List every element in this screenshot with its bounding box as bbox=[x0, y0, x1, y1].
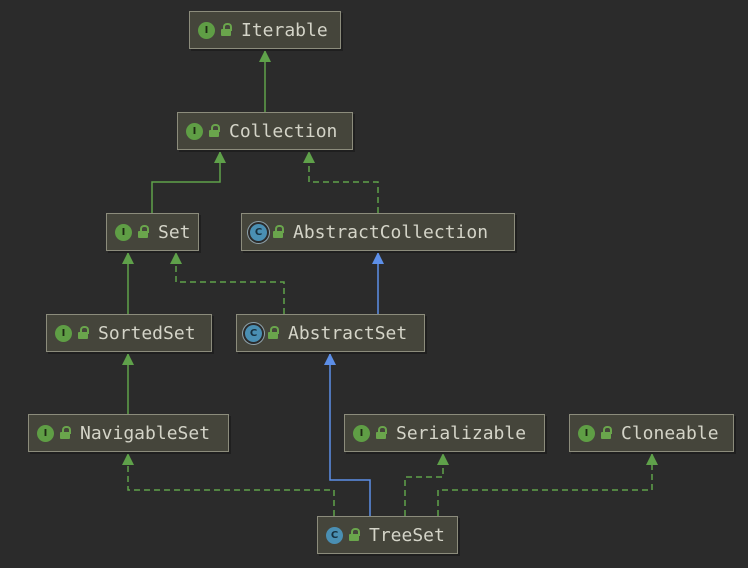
node-label: Set bbox=[158, 221, 191, 243]
node-serializable[interactable]: I Serializable bbox=[344, 414, 545, 452]
node-label: Cloneable bbox=[621, 422, 719, 444]
arrowhead-set-to-collection bbox=[214, 151, 226, 163]
abstract-class-icon: C bbox=[250, 223, 267, 241]
node-abstract-set[interactable]: C AbstractSet bbox=[236, 314, 425, 352]
node-navigable-set[interactable]: I NavigableSet bbox=[28, 414, 229, 452]
arrowhead-navigable_set-to-sorted_set bbox=[122, 353, 134, 365]
interface-icon: I bbox=[186, 122, 203, 140]
edge-tree_set-to-serializable bbox=[404, 453, 444, 516]
node-collection[interactable]: I Collection bbox=[177, 112, 353, 150]
arrowhead-abstract_collection-to-collection bbox=[303, 151, 315, 163]
node-sorted-set[interactable]: I SortedSet bbox=[46, 314, 212, 352]
abstract-class-icon: C bbox=[245, 324, 262, 342]
edge-set-to-collection bbox=[151, 151, 221, 213]
public-lock-icon bbox=[375, 426, 387, 440]
interface-icon: I bbox=[37, 424, 54, 442]
node-label: TreeSet bbox=[369, 524, 445, 546]
arrowhead-abstract_set-to-abstract_collection bbox=[372, 252, 384, 264]
node-label: AbstractSet bbox=[288, 322, 408, 344]
node-set[interactable]: I Set bbox=[106, 213, 199, 251]
edge-abstract_set-to-set bbox=[175, 252, 285, 314]
arrowhead-abstract_set-to-set bbox=[170, 252, 182, 264]
arrowhead-tree_set-to-cloneable bbox=[646, 453, 658, 465]
node-cloneable[interactable]: I Cloneable bbox=[569, 414, 734, 452]
interface-icon: I bbox=[578, 424, 595, 442]
node-tree-set[interactable]: C TreeSet bbox=[317, 516, 458, 554]
node-abstract-collection[interactable]: C AbstractCollection bbox=[241, 213, 515, 251]
public-lock-icon bbox=[208, 124, 220, 138]
node-label: Serializable bbox=[396, 422, 527, 444]
node-iterable[interactable]: I Iterable bbox=[189, 11, 341, 49]
edge-tree_set-to-navigable_set bbox=[127, 453, 335, 516]
node-label: Collection bbox=[229, 120, 338, 142]
arrowhead-tree_set-to-abstract_set bbox=[324, 353, 336, 365]
node-label: AbstractCollection bbox=[293, 221, 489, 243]
node-label: NavigableSet bbox=[80, 422, 211, 444]
node-label: Iterable bbox=[241, 19, 328, 41]
edge-tree_set-to-cloneable bbox=[437, 453, 653, 516]
arrowhead-tree_set-to-navigable_set bbox=[122, 453, 134, 465]
public-lock-icon bbox=[220, 23, 232, 37]
interface-icon: I bbox=[353, 424, 370, 442]
public-lock-icon bbox=[267, 326, 279, 340]
interface-icon: I bbox=[55, 324, 72, 342]
node-label: SortedSet bbox=[98, 322, 196, 344]
interface-icon: I bbox=[115, 223, 132, 241]
class-icon: C bbox=[326, 526, 343, 544]
public-lock-icon bbox=[77, 326, 89, 340]
interface-icon: I bbox=[198, 21, 215, 39]
edge-tree_set-to-abstract_set bbox=[329, 353, 371, 516]
public-lock-icon bbox=[137, 225, 149, 239]
arrowhead-sorted_set-to-set bbox=[122, 252, 134, 264]
public-lock-icon bbox=[59, 426, 71, 440]
arrowhead-collection-to-iterable bbox=[259, 50, 271, 62]
public-lock-icon bbox=[272, 225, 284, 239]
public-lock-icon bbox=[600, 426, 612, 440]
edge-abstract_collection-to-collection bbox=[308, 151, 379, 213]
arrowhead-tree_set-to-serializable bbox=[437, 453, 449, 465]
public-lock-icon bbox=[348, 528, 360, 542]
